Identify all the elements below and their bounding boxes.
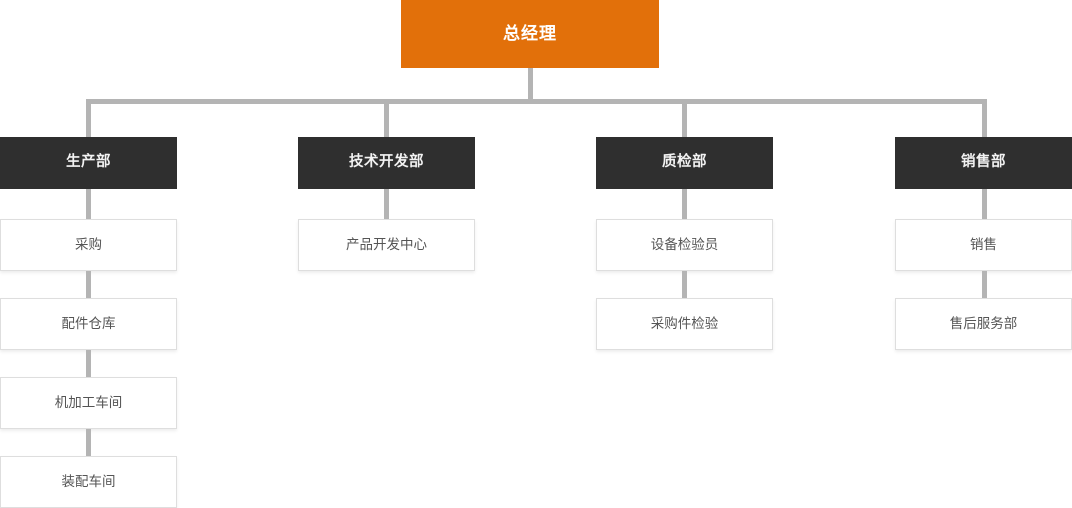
node-department-sales[interactable]: 销售部 — [895, 137, 1072, 189]
node-unit-col1-machining-workshop[interactable]: 机加工车间 — [0, 377, 177, 429]
connector-col2-dept-to-c1 — [384, 189, 389, 219]
node-unit-col1-parts-warehouse[interactable]: 配件仓库 — [0, 298, 177, 350]
connector-col4-dept-to-c1 — [982, 189, 987, 219]
connector-col1-c3-to-c4 — [86, 429, 91, 456]
connector-col3-dept-to-c1 — [682, 189, 687, 219]
node-root-general-manager[interactable]: 总经理 — [401, 0, 659, 68]
node-unit-col4-after-sales-service[interactable]: 售后服务部 — [895, 298, 1072, 350]
connector-col4-c1-to-c2 — [982, 271, 987, 298]
node-unit-col1-purchasing[interactable]: 采购 — [0, 219, 177, 271]
connector-col1-c1-to-c2 — [86, 271, 91, 298]
node-department-technology[interactable]: 技术开发部 — [298, 137, 475, 189]
node-unit-col4-sales[interactable]: 销售 — [895, 219, 1072, 271]
connector-drop-col1 — [86, 99, 91, 137]
node-unit-col1-assembly-workshop[interactable]: 装配车间 — [0, 456, 177, 508]
node-department-production[interactable]: 生产部 — [0, 137, 177, 189]
connector-horizontal-bus — [86, 99, 987, 104]
connector-col1-dept-to-c1 — [86, 189, 91, 219]
connector-root-trunk — [528, 68, 533, 102]
node-unit-col3-equipment-inspector[interactable]: 设备检验员 — [596, 219, 773, 271]
connector-col3-c1-to-c2 — [682, 271, 687, 298]
node-unit-col3-purchased-parts-inspection[interactable]: 采购件检验 — [596, 298, 773, 350]
connector-col1-c2-to-c3 — [86, 350, 91, 377]
connector-drop-col4 — [982, 99, 987, 137]
node-unit-col2-product-development-center[interactable]: 产品开发中心 — [298, 219, 475, 271]
connector-drop-col2 — [384, 99, 389, 137]
connector-drop-col3 — [682, 99, 687, 137]
node-department-quality-inspection[interactable]: 质检部 — [596, 137, 773, 189]
